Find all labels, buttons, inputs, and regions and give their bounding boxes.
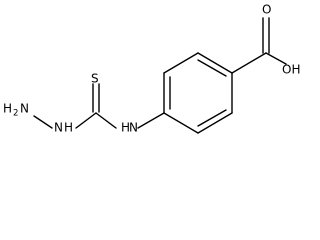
- structure-canvas: S O OH H N N H H 2 N: [3, 2, 301, 135]
- ring-n-bond: [137, 112, 165, 129]
- aryl-nh-n-label: N: [129, 121, 138, 135]
- ring-inner-bottom-right: [197, 109, 227, 127]
- terminal-amine-h-label: H: [3, 102, 12, 116]
- ring-inner-top-right: [197, 59, 227, 77]
- terminal-amine-subscript-label: 2: [13, 109, 18, 119]
- n-thiocarbonyl-bond: [95, 112, 117, 129]
- hydrazine-nh-n-label: N: [54, 121, 63, 135]
- acid-c-bond: [231, 52, 267, 74]
- carbonyl-oxygen-label: O: [262, 3, 271, 17]
- sulfur-label: S: [91, 72, 99, 86]
- ring-bond-bottom-right: [197, 112, 233, 134]
- aryl-nh-h-label: H: [121, 121, 130, 135]
- chemical-structure: S O OH H N N H H 2 N: [3, 3, 300, 135]
- hydrazine-nn-bond: [33, 115, 53, 129]
- bond-layer: [33, 17, 287, 134]
- hydroxyl-label: OH: [282, 63, 300, 77]
- atom-labels: S O OH H N N H H 2 N: [3, 3, 300, 135]
- hydrazine-nh-h-label: H: [64, 121, 73, 135]
- acid-oh-bond: [265, 52, 287, 65]
- ring-bond-top-right: [197, 52, 233, 74]
- thiocarbonyl-hydrazine-bond: [75, 112, 97, 129]
- terminal-amine-n-label: N: [20, 102, 29, 116]
- ring-bond-bottom-left: [163, 112, 199, 134]
- ring-bond-top-left: [163, 52, 199, 74]
